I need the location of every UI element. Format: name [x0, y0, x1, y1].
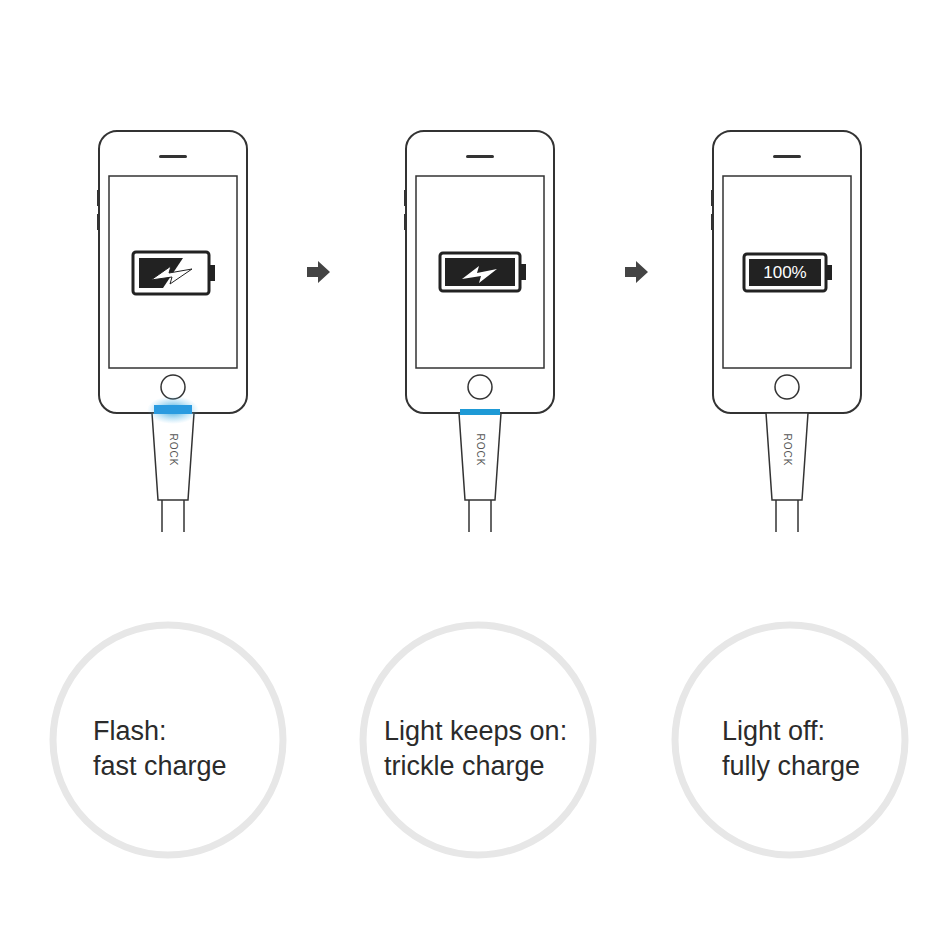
- state-circle: Light off:fully charge: [670, 620, 910, 860]
- state-description: trickle charge: [384, 749, 567, 784]
- phone-figure: [404, 131, 554, 532]
- battery-percent: 100%: [763, 263, 806, 283]
- state-circle: Flash:fast charge: [48, 620, 288, 860]
- state-description: fully charge: [722, 749, 860, 784]
- state-heading: Light off:: [722, 714, 860, 749]
- phone-figure: [711, 131, 861, 532]
- circle-outline: [48, 620, 288, 860]
- state-text: Flash:fast charge: [93, 714, 227, 784]
- state-circle: Light keeps on:trickle charge: [358, 620, 598, 860]
- state-text: Light off:fully charge: [722, 714, 860, 784]
- phone-figure: [97, 131, 247, 532]
- state-text: Light keeps on:trickle charge: [384, 714, 567, 784]
- brand-mark: ROCK: [782, 434, 793, 467]
- state-heading: Flash:: [93, 714, 227, 749]
- state-heading: Light keeps on:: [384, 714, 567, 749]
- brand-mark: ROCK: [168, 434, 179, 467]
- state-description: fast charge: [93, 749, 227, 784]
- brand-mark: ROCK: [475, 434, 486, 467]
